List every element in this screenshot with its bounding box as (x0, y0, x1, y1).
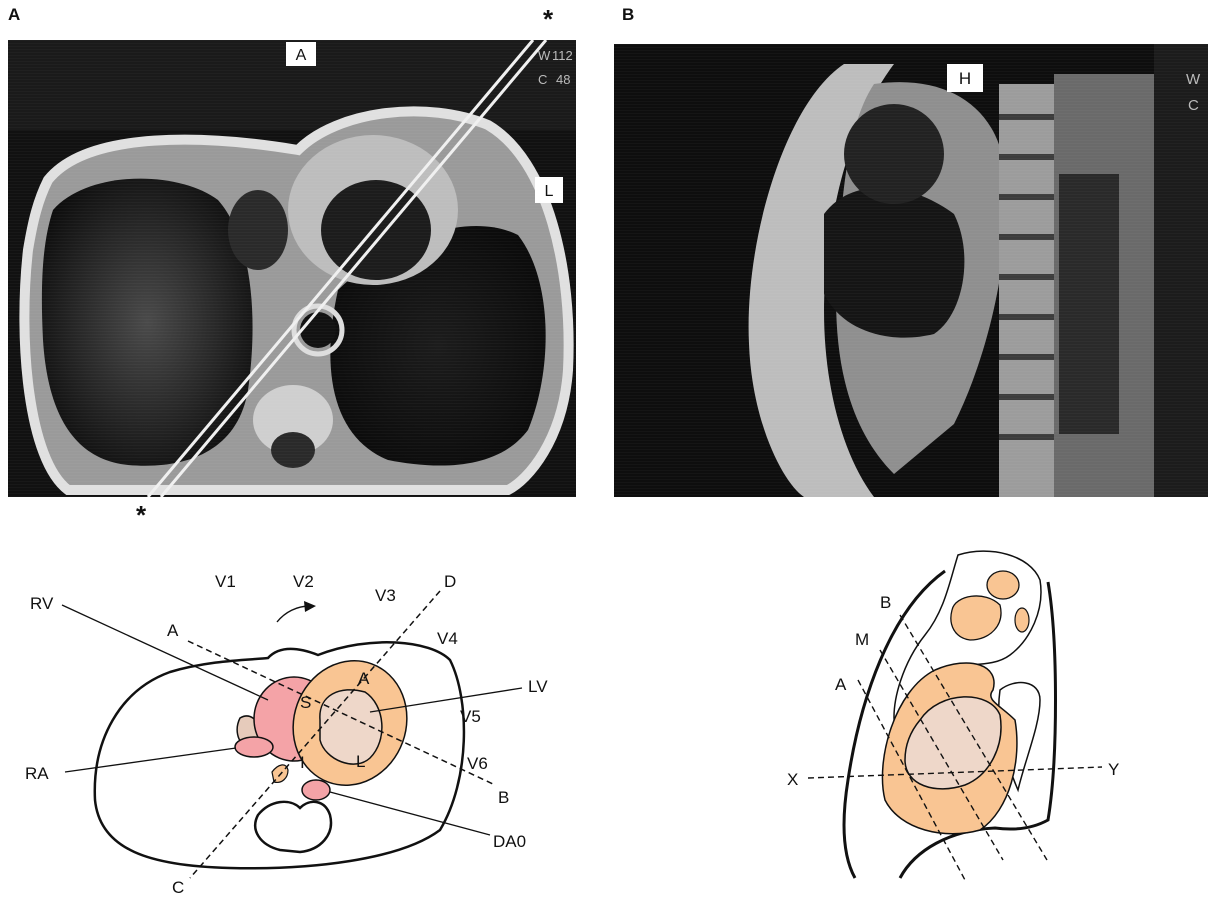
vessel-upper (987, 571, 1019, 599)
label-plane-c: C (172, 878, 184, 897)
sagittal-mri-overlay-c: C (1188, 97, 1199, 114)
label-v6: V6 (467, 754, 488, 773)
label-v2: V2 (293, 572, 314, 591)
arrow-head-icon (304, 601, 316, 612)
label-plane-a: A (167, 621, 179, 640)
panel-letter-b: B (622, 5, 634, 25)
axial-mri-label-left: L (545, 183, 554, 200)
label-plane-b: B (498, 788, 509, 807)
axial-schematic-diagram: RV RA LV DA0 V1 V2 V3 V4 V5 V6 A B C D A… (0, 500, 604, 899)
label-sag-b: B (880, 593, 891, 612)
axial-mri-overlay-c-value: 48 (556, 72, 570, 87)
label-v3: V3 (375, 586, 396, 605)
label-sag-x: X (787, 770, 798, 789)
label-plane-d: D (444, 572, 456, 591)
label-v4: V4 (437, 629, 458, 648)
axial-mri-label-anterior: A (296, 47, 307, 64)
label-ra: RA (25, 764, 49, 783)
axial-mri-image: A L W 112 C 48 (8, 40, 576, 497)
right-atrium (235, 737, 273, 757)
label-lv: LV (528, 677, 548, 696)
scan-plane-marker-top: * (543, 6, 553, 32)
vessel-small (1015, 608, 1029, 632)
sagittal-mri-image: H W C (614, 44, 1208, 497)
label-wall-anterior: A (358, 669, 370, 688)
label-wall-inferior: I (300, 753, 305, 772)
axial-mri-overlay-c: C (538, 72, 547, 87)
descending-aorta (302, 780, 330, 800)
label-sag-a: A (835, 675, 847, 694)
label-rv: RV (30, 594, 54, 613)
label-dao: DA0 (493, 832, 526, 851)
axial-mri-overlay-w-value: 112 (552, 48, 573, 63)
spine-outline (255, 802, 331, 852)
label-sag-m: M (855, 630, 869, 649)
sagittal-mri-overlay-w: W (1186, 71, 1201, 88)
label-v5: V5 (460, 707, 481, 726)
label-wall-lateral: L (356, 752, 365, 771)
panel-letter-a: A (8, 5, 20, 25)
axial-mri-overlay-w: W (538, 48, 551, 63)
label-v1: V1 (215, 572, 236, 591)
sagittal-mri-label-head: H (959, 69, 971, 88)
sagittal-schematic-diagram: B M A X Y (760, 540, 1160, 885)
label-wall-septal: S (300, 693, 311, 712)
label-sag-y: Y (1108, 760, 1119, 779)
